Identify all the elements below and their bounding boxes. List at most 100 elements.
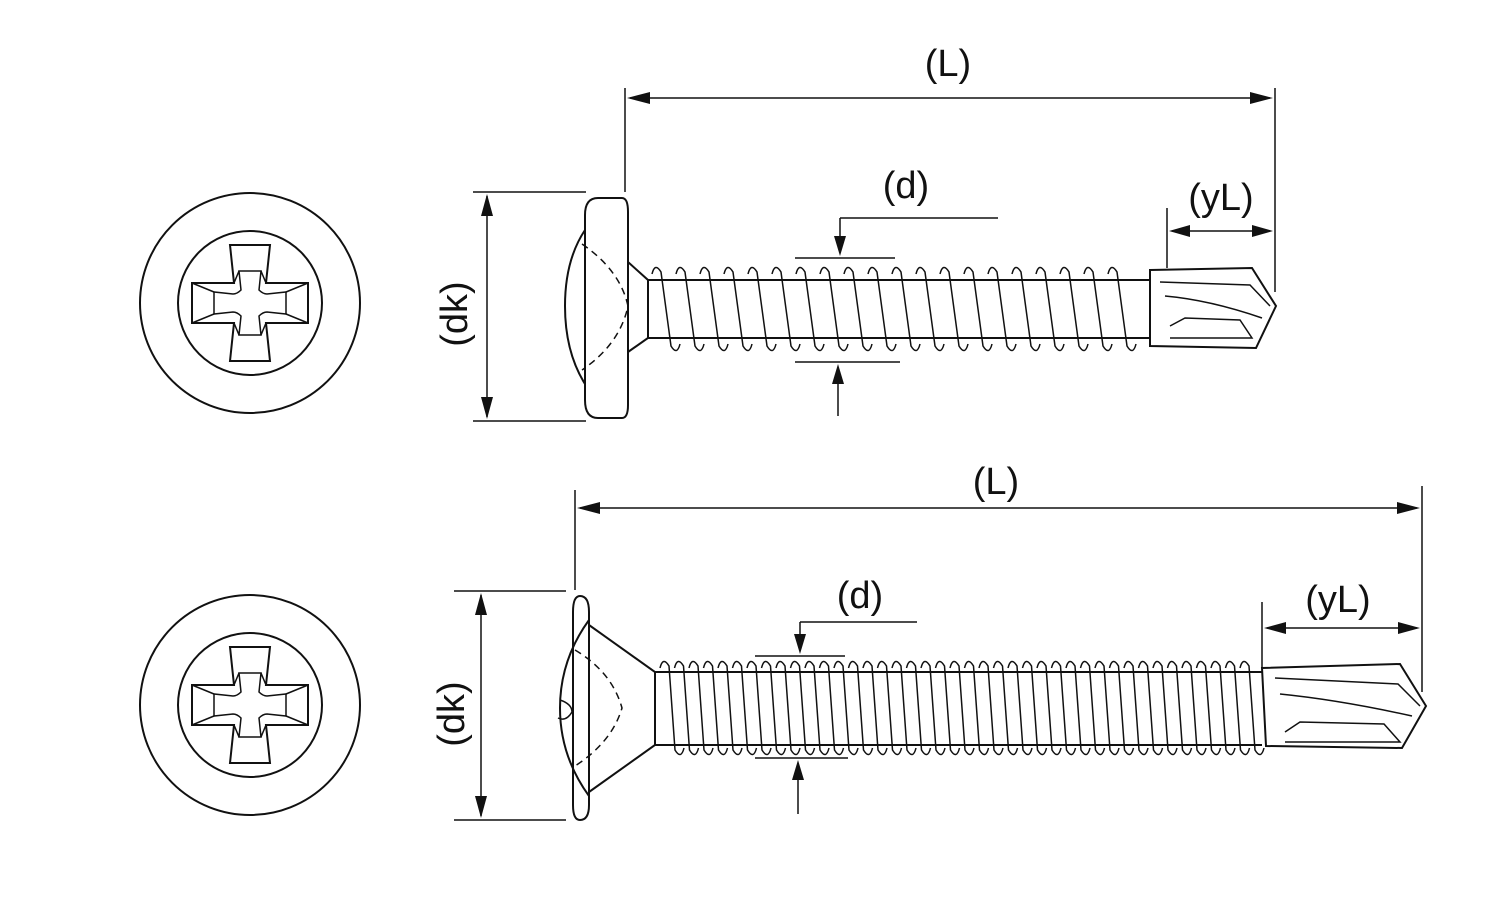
thread-crest xyxy=(1007,660,1033,756)
thread-crest xyxy=(747,266,777,352)
screw-1-diameter-dimension: (d) xyxy=(795,165,998,416)
thread-crest xyxy=(1195,660,1222,756)
thread-crest xyxy=(673,660,700,756)
thread-crest xyxy=(731,660,758,756)
screw-2-length-label: (L) xyxy=(973,461,1019,503)
thread-crest xyxy=(702,660,729,756)
screw-2-washer-face xyxy=(572,594,590,822)
thread-crest xyxy=(1094,660,1120,756)
screw-2-tip-length-label: (yL) xyxy=(1305,579,1370,621)
thread-crest xyxy=(1011,266,1041,352)
thread-crest xyxy=(1083,266,1113,352)
screw-1-head-diameter-dimension: (dk) xyxy=(434,191,586,422)
thread-crest xyxy=(1239,660,1265,756)
screw-2-diameter-label: (d) xyxy=(837,575,883,617)
thread-crest xyxy=(688,660,714,756)
thread-crest xyxy=(675,266,705,352)
screw-1-head-top-view xyxy=(139,192,361,414)
screw-1-flute-lines xyxy=(1159,281,1271,339)
thread-crest xyxy=(760,660,787,756)
screw-2-head-diameter-label: (dk) xyxy=(431,681,473,746)
thread-crest xyxy=(891,266,921,352)
screw-1-diameter-label: (d) xyxy=(883,165,929,207)
thread-crest xyxy=(1210,660,1236,756)
screw-2-phillips-recess-icon xyxy=(191,646,309,764)
screw-2-flute-lines xyxy=(1274,677,1421,743)
screw-2-diameter-dimension: (d) xyxy=(755,575,917,814)
screw-2-group: (L) (d) (yL) (dk) xyxy=(139,461,1428,822)
thread-crest xyxy=(833,660,859,756)
screw-1-thread xyxy=(651,266,1137,352)
screw-2-washer-outline xyxy=(139,594,361,816)
screw-2-head-outline xyxy=(177,632,323,778)
screw-2-drill-tip xyxy=(1260,662,1428,750)
screw-1-washer-outline xyxy=(139,192,361,414)
thread-crest xyxy=(862,660,888,756)
screw-1-length-label: (L) xyxy=(925,43,971,85)
screw-1-tip-length-label: (yL) xyxy=(1188,177,1253,219)
thread-crest xyxy=(818,660,845,756)
thread-crest xyxy=(651,266,681,352)
thread-crest xyxy=(939,266,969,352)
thread-crest xyxy=(746,660,772,756)
thread-crest xyxy=(847,660,874,756)
screw-1-drill-tip xyxy=(1149,266,1278,350)
thread-crest xyxy=(1123,660,1149,756)
screw-1-side-view xyxy=(563,197,1278,419)
thread-crest xyxy=(1108,660,1135,756)
screw-2-tip-length-dimension: (yL) xyxy=(1261,579,1420,668)
thread-crest xyxy=(1050,660,1077,756)
thread-crest xyxy=(920,660,946,756)
screw-1-hidden-recess xyxy=(581,243,629,371)
screw-2-countersunk-neck xyxy=(588,624,656,793)
screw-2-thread xyxy=(659,660,1265,756)
thread-crest xyxy=(1166,660,1193,756)
thread-crest xyxy=(992,660,1019,756)
thread-crest xyxy=(1181,660,1207,756)
thread-crest xyxy=(963,266,993,352)
screw-1-dome-outline xyxy=(563,229,586,385)
thread-crest xyxy=(1059,266,1089,352)
screw-1-group: (L) (d) (yL) (dk) xyxy=(139,43,1278,422)
thread-crest xyxy=(843,266,873,352)
thread-crest xyxy=(1137,660,1164,756)
thread-crest xyxy=(789,660,816,756)
thread-crest xyxy=(723,266,753,352)
thread-crest xyxy=(717,660,743,756)
thread-crest xyxy=(804,660,830,756)
thread-crest xyxy=(775,660,801,756)
screw-1-shank-outline xyxy=(648,279,1150,339)
screw-1-head-diameter-label: (dk) xyxy=(434,281,476,346)
screw-1-washer-face xyxy=(584,197,629,419)
thread-crest xyxy=(1107,266,1137,352)
screw-1-head-outline xyxy=(177,230,323,376)
screw-2-length-dimension: (L) xyxy=(574,461,1423,692)
thread-crest xyxy=(1065,660,1091,756)
thread-crest xyxy=(867,266,897,352)
thread-crest xyxy=(949,660,975,756)
screw-2-hidden-recess xyxy=(574,649,623,767)
thread-crest xyxy=(891,660,917,756)
thread-crest xyxy=(1224,660,1251,756)
thread-crest xyxy=(1079,660,1106,756)
thread-crest xyxy=(1036,660,1062,756)
thread-crest xyxy=(771,266,801,352)
thread-crest xyxy=(934,660,961,756)
thread-crest xyxy=(905,660,932,756)
screw-1-neck xyxy=(627,261,649,353)
thread-crest xyxy=(1021,660,1048,756)
screw-1-length-dimension: (L) xyxy=(624,43,1276,292)
thread-crest xyxy=(978,660,1004,756)
screw-1-phillips-recess-icon xyxy=(191,244,309,362)
thread-crest xyxy=(963,660,990,756)
thread-crest xyxy=(1152,660,1178,756)
screw-2-head-top-view xyxy=(139,594,361,816)
thread-crest xyxy=(876,660,903,756)
screw-2-dome-outline xyxy=(558,619,590,797)
thread-crest xyxy=(659,660,685,756)
screw-1-tip-length-dimension: (yL) xyxy=(1166,177,1273,268)
screw-2-side-view xyxy=(557,594,1428,822)
screw-2-head-diameter-dimension: (dk) xyxy=(431,590,566,821)
screw-2-recess-notch xyxy=(557,699,573,720)
